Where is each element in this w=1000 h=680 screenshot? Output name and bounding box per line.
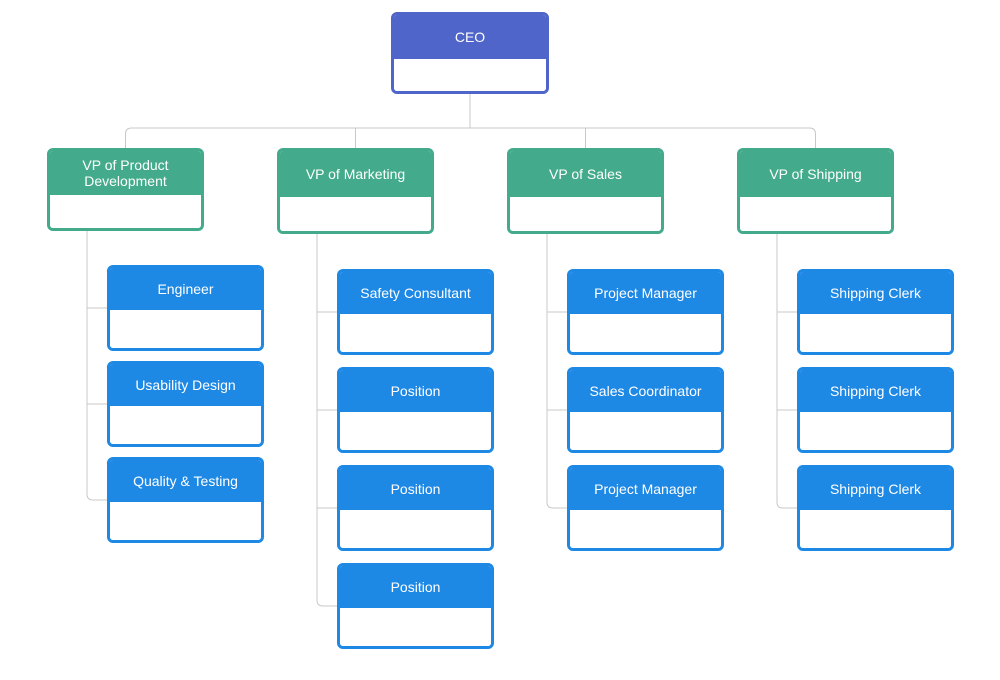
position-node-header: Quality & Testing xyxy=(110,460,261,502)
position-node-title: Shipping Clerk xyxy=(829,383,922,399)
position-node-body xyxy=(570,510,721,548)
position-node-header: Position xyxy=(340,370,491,412)
position-node-body xyxy=(800,412,951,450)
ceo-title: CEO xyxy=(454,29,486,45)
position-node[interactable]: Quality & Testing xyxy=(107,457,264,543)
position-node[interactable]: Shipping Clerk xyxy=(797,465,954,551)
position-node[interactable]: Position xyxy=(337,465,494,551)
position-node-body xyxy=(570,314,721,352)
position-node-title: Project Manager xyxy=(594,481,697,497)
position-node-title: Usability Design xyxy=(135,377,236,393)
position-node[interactable]: Usability Design xyxy=(107,361,264,447)
position-node-header: Project Manager xyxy=(570,272,721,314)
position-node[interactable]: Shipping Clerk xyxy=(797,269,954,355)
vp-node-header: VP of Product Development xyxy=(50,151,201,195)
position-node-title: Sales Coordinator xyxy=(589,383,702,399)
position-node-body xyxy=(800,314,951,352)
vp-node-body xyxy=(50,195,201,228)
vp-node[interactable]: VP of Sales xyxy=(507,148,664,234)
vp-node[interactable]: VP of Marketing xyxy=(277,148,434,234)
position-node[interactable]: Position xyxy=(337,563,494,649)
vp-node-header: VP of Shipping xyxy=(740,151,891,197)
position-node-title: Engineer xyxy=(157,281,214,297)
position-node-header: Position xyxy=(340,566,491,608)
position-node[interactable]: Engineer xyxy=(107,265,264,351)
vp-node[interactable]: VP of Product Development xyxy=(47,148,204,231)
vp-node-body xyxy=(740,197,891,231)
position-node-body xyxy=(570,412,721,450)
position-node-title: Position xyxy=(390,383,441,399)
position-node-title: Position xyxy=(390,579,441,595)
position-node-body xyxy=(110,406,261,444)
vp-node-title: VP of Product Development xyxy=(82,157,169,189)
position-node-header: Engineer xyxy=(110,268,261,310)
vp-node-body xyxy=(510,197,661,231)
position-node-header: Shipping Clerk xyxy=(800,468,951,510)
ceo-node[interactable]: CEO xyxy=(391,12,549,94)
position-node-title: Quality & Testing xyxy=(133,473,238,489)
position-node[interactable]: Shipping Clerk xyxy=(797,367,954,453)
position-node-header: Position xyxy=(340,468,491,510)
vp-node[interactable]: VP of Shipping xyxy=(737,148,894,234)
position-node-header: Sales Coordinator xyxy=(570,370,721,412)
position-node-title: Shipping Clerk xyxy=(829,481,922,497)
position-node-header: Project Manager xyxy=(570,468,721,510)
vp-node-header: VP of Marketing xyxy=(280,151,431,197)
position-node-body xyxy=(340,510,491,548)
vp-node-body xyxy=(280,197,431,231)
position-node[interactable]: Sales Coordinator xyxy=(567,367,724,453)
position-node-header: Shipping Clerk xyxy=(800,272,951,314)
ceo-node-header: CEO xyxy=(394,15,546,59)
vp-node-header: VP of Sales xyxy=(510,151,661,197)
position-node-title: Shipping Clerk xyxy=(829,285,922,301)
vp-node-title: VP of Shipping xyxy=(769,166,862,182)
position-node[interactable]: Position xyxy=(337,367,494,453)
department-spine-connector xyxy=(86,231,107,501)
position-node-title: Safety Consultant xyxy=(360,285,471,301)
position-node-title: Project Manager xyxy=(594,285,697,301)
position-node-title: Position xyxy=(390,481,441,497)
position-node-header: Shipping Clerk xyxy=(800,370,951,412)
vp-bus-connector xyxy=(125,127,816,148)
position-node-body xyxy=(110,502,261,540)
vp-node-title: VP of Marketing xyxy=(305,166,406,182)
position-node-body xyxy=(800,510,951,548)
ceo-node-body xyxy=(394,59,546,91)
position-node-body xyxy=(110,310,261,348)
vp-node-title: VP of Sales xyxy=(549,166,622,182)
department-spine-connector xyxy=(776,234,797,509)
position-node-header: Usability Design xyxy=(110,364,261,406)
department-spine-connector xyxy=(546,234,567,509)
position-node-body xyxy=(340,314,491,352)
position-node-body xyxy=(340,608,491,646)
position-node-header: Safety Consultant xyxy=(340,272,491,314)
position-node[interactable]: Project Manager xyxy=(567,269,724,355)
position-node-body xyxy=(340,412,491,450)
position-node[interactable]: Project Manager xyxy=(567,465,724,551)
department-spine-connector xyxy=(316,234,337,607)
position-node[interactable]: Safety Consultant xyxy=(337,269,494,355)
